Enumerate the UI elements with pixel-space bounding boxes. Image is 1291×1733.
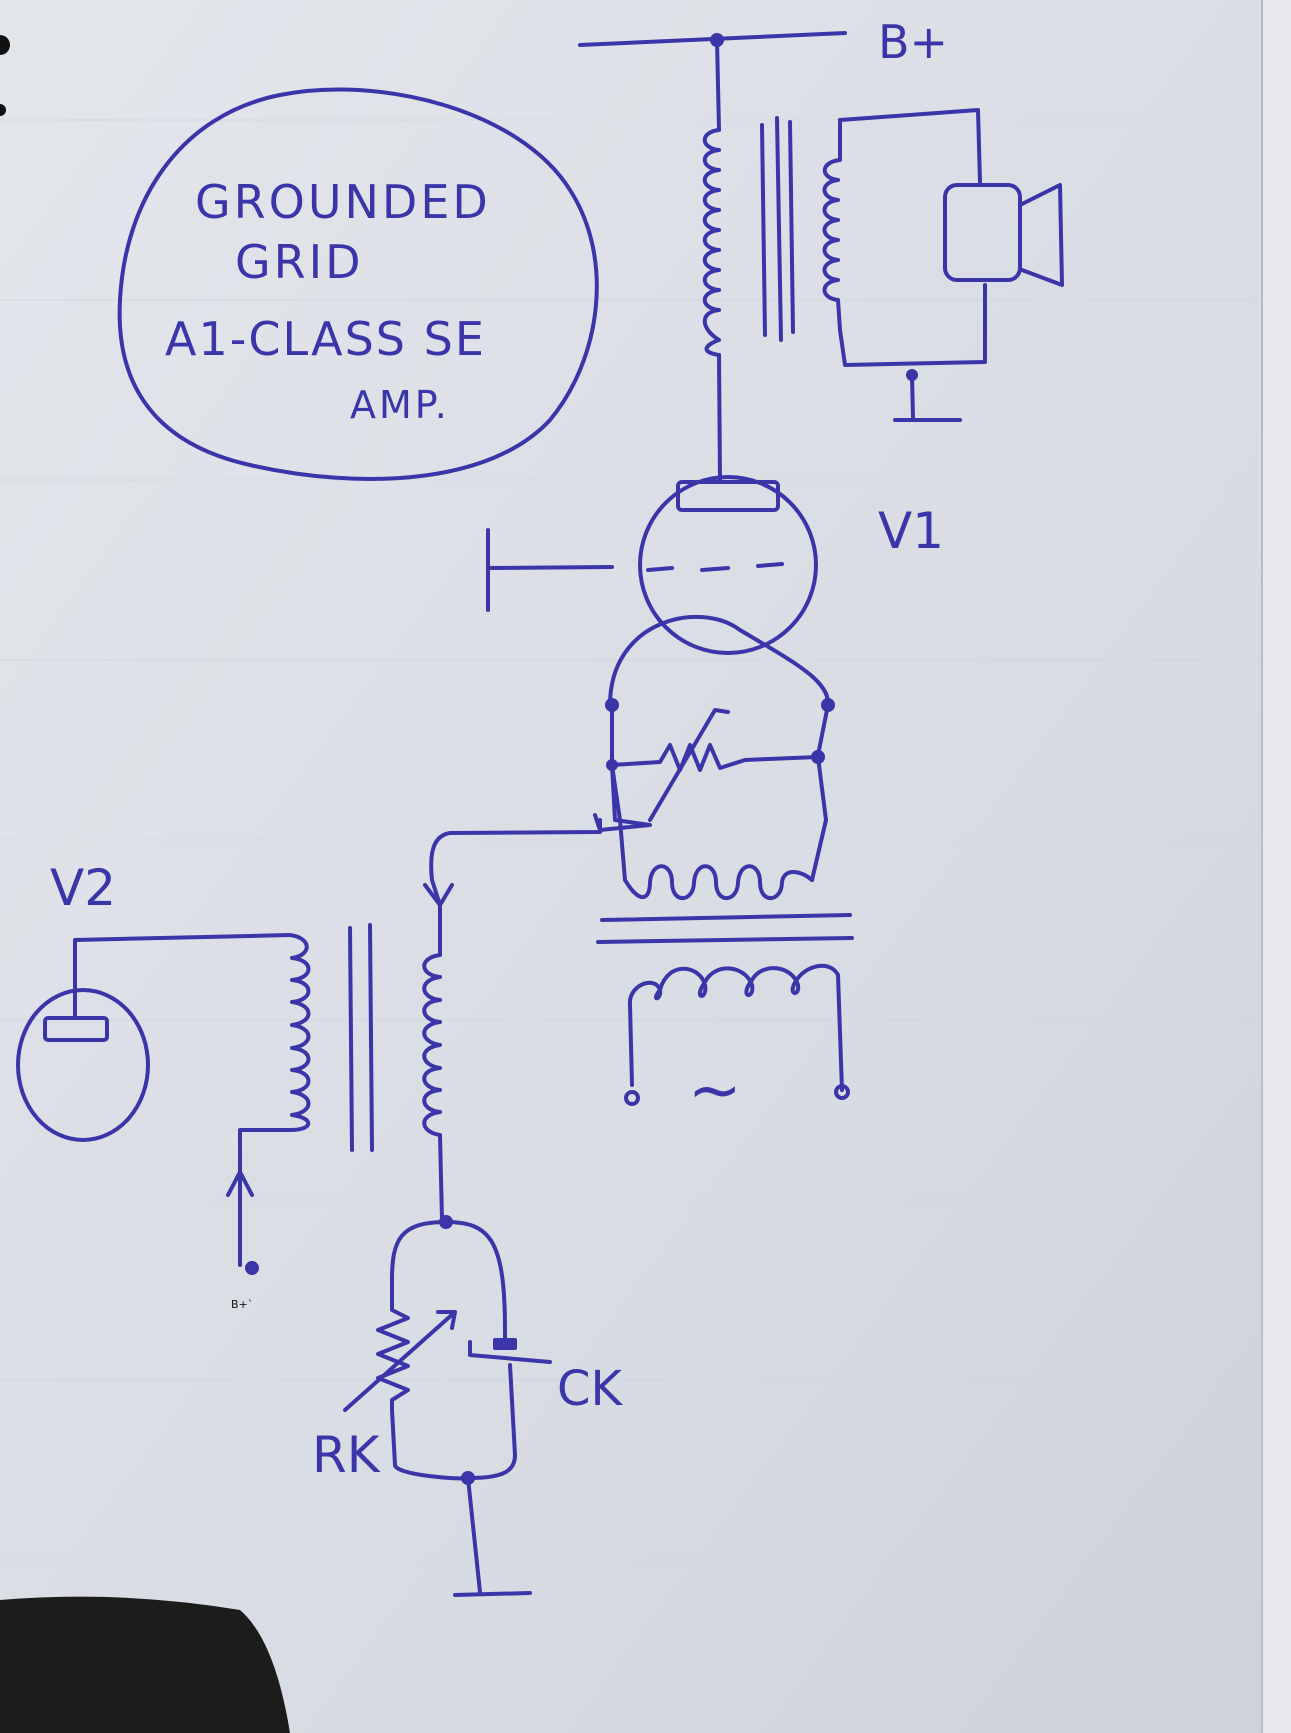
- secondary-ground-stem: [910, 373, 915, 420]
- mains-terminal-left: [624, 1090, 640, 1106]
- b-plus-drop: [715, 38, 721, 132]
- title-blob: [117, 87, 599, 481]
- input-secondary-coil: [422, 903, 444, 1222]
- filament-right-drop: [816, 703, 830, 757]
- filament-primary-coil: [627, 963, 844, 1092]
- v1-filament-arc: [608, 614, 831, 707]
- output-primary-to-plate: [717, 353, 722, 482]
- filament-core-1: [600, 913, 852, 922]
- filament-secondary-coil: [623, 864, 814, 901]
- secondary-bottom-wire: [838, 283, 987, 367]
- note-line-2: GRID: [235, 235, 364, 289]
- humdinger-pot: [610, 743, 820, 772]
- note-line-3: A1-CLASS SE: [165, 312, 486, 366]
- ck-body: [493, 1338, 517, 1350]
- v1-grid-dash-1: [646, 566, 674, 572]
- label-ck: CK: [557, 1361, 624, 1417]
- filament-wire-right: [810, 755, 828, 882]
- corner-dot: [0, 35, 10, 55]
- v1-grid-dash-3: [756, 562, 784, 568]
- page-edge: [1262, 0, 1291, 1733]
- rk-resistor: [376, 1278, 410, 1412]
- cathode-ground-stem: [466, 1476, 482, 1594]
- thumb-shadow: [0, 1596, 290, 1733]
- input-b-plus-terminal: [245, 1261, 259, 1275]
- label-b-plus-input: B+`: [231, 1298, 253, 1311]
- input-core-1: [348, 926, 354, 1152]
- mains-terminal-right: [834, 1084, 850, 1100]
- paper-grid: [0, 119, 1291, 1561]
- ck-lead-bottom: [508, 1363, 517, 1457]
- cathode-ground-bar: [453, 1591, 532, 1597]
- rk-adjust-arrow: [343, 1310, 457, 1412]
- note-line-4: AMP.: [350, 383, 450, 427]
- output-core-3: [788, 120, 795, 334]
- output-primary-coil: [702, 128, 721, 357]
- note-line-1: GROUNDED: [195, 175, 491, 229]
- secondary-top-wire: [838, 108, 982, 184]
- input-core-2: [368, 923, 374, 1152]
- label-v1: V1: [878, 502, 944, 560]
- v1-grid-dash-2: [700, 566, 730, 572]
- output-core-2: [775, 116, 783, 342]
- filament-core-2: [596, 936, 854, 944]
- label-rk: RK: [312, 1426, 381, 1484]
- cathode-branch: [390, 1220, 507, 1332]
- speaker-cone: [1018, 183, 1064, 287]
- speaker-magnet: [943, 183, 1022, 282]
- label-ac-symbol: ~: [688, 1054, 742, 1128]
- corner-dot-2: [0, 104, 6, 116]
- label-b-plus-top: B+: [878, 15, 948, 69]
- v1-envelope: [638, 475, 818, 655]
- filament-wire-left: [610, 763, 627, 882]
- cathode-feed-wire: [429, 818, 602, 907]
- output-core-1: [760, 123, 767, 337]
- input-primary-coil: [73, 933, 311, 1267]
- output-secondary-coil: [822, 118, 842, 332]
- label-v2: V2: [50, 859, 116, 917]
- input-arrow: [226, 1170, 254, 1197]
- ck-plate-top: [468, 1340, 552, 1364]
- title-note: GROUNDED GRID A1-CLASS SE AMP.: [165, 175, 491, 427]
- v1-plate: [676, 480, 780, 512]
- humdinger-wiper: [648, 708, 730, 822]
- v1-grid-ground: [486, 565, 614, 570]
- v2-envelope: [16, 988, 150, 1142]
- ink-layer: [16, 31, 1064, 1597]
